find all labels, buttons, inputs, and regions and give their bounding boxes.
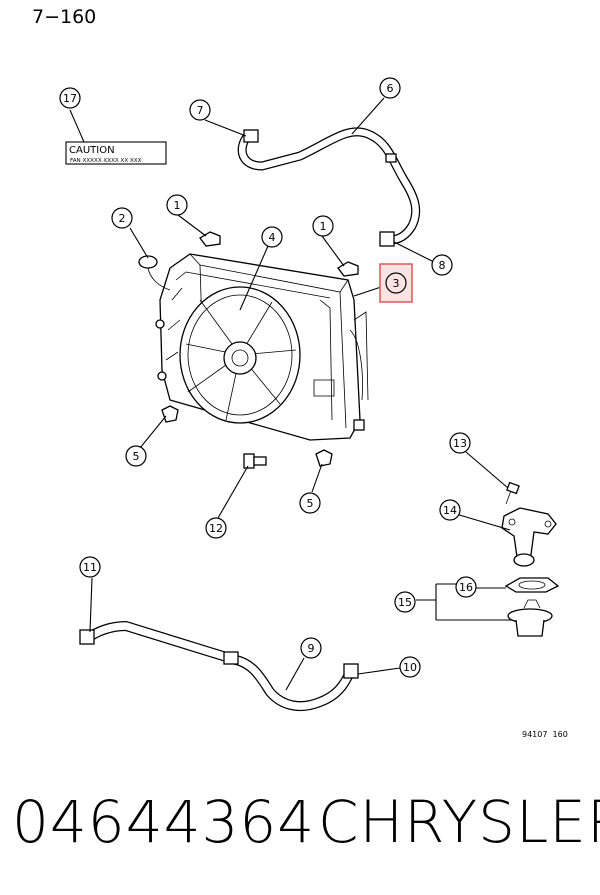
svg-text:6: 6	[387, 82, 394, 95]
thermostat-gasket[interactable]	[504, 577, 560, 593]
thermostat-housing[interactable]	[501, 507, 557, 567]
callout-1: 1	[312, 215, 334, 237]
svg-text:4: 4	[269, 231, 276, 244]
svg-text:11: 11	[83, 561, 97, 574]
callout-5: 5	[299, 492, 321, 514]
fan-assembly[interactable]	[179, 286, 301, 424]
svg-text:14: 14	[443, 504, 457, 517]
callout-8: 8	[431, 254, 453, 276]
part-number: 04644364	[12, 788, 316, 856]
callout-6: 6	[379, 77, 401, 99]
svg-text:8: 8	[439, 259, 446, 272]
callout-3: 3	[385, 272, 407, 294]
callout-2: 2	[111, 207, 133, 229]
svg-text:12: 12	[209, 522, 223, 535]
hose-clamp[interactable]	[379, 231, 395, 247]
svg-text:10: 10	[403, 661, 417, 674]
hose-clamp[interactable]	[243, 129, 259, 143]
parts-diagram: CAUTION FAN XXXXX XXXX XX XXX	[59, 77, 568, 739]
svg-text:1: 1	[174, 199, 181, 212]
lower-isolator[interactable]	[315, 449, 333, 467]
caution-title: CAUTION	[69, 145, 115, 156]
hose-clamp[interactable]	[343, 663, 359, 679]
brand-name: CHRYSLER	[318, 788, 600, 856]
callout-16: 16	[455, 576, 477, 598]
footer: 04644364 CHRYSLER	[0, 780, 600, 880]
callout-5: 5	[125, 445, 147, 467]
caution-text: FAN XXXXX XXXX XX XXX	[70, 158, 142, 164]
callout-9: 9	[300, 637, 322, 659]
housing-bolt[interactable]	[505, 481, 520, 505]
callout-13: 13	[449, 432, 471, 454]
callout-10: 10	[399, 656, 421, 678]
callout-14: 14	[439, 499, 461, 521]
svg-text:13: 13	[453, 437, 467, 450]
svg-text:17: 17	[63, 92, 77, 105]
svg-text:1: 1	[320, 220, 327, 233]
callout-4: 4	[261, 226, 283, 248]
svg-text:9: 9	[308, 642, 315, 655]
caution-label: CAUTION FAN XXXXX XXXX XX XXX	[65, 141, 167, 165]
upper-mount-bracket[interactable]	[337, 261, 359, 277]
hose-clamp[interactable]	[79, 629, 95, 645]
thermostat[interactable]	[507, 599, 553, 637]
page-code: 7−160	[32, 6, 97, 28]
callout-12: 12	[205, 517, 227, 539]
callout-7: 7	[189, 99, 211, 121]
svg-text:5: 5	[133, 450, 140, 463]
svg-text:16: 16	[459, 581, 473, 594]
svg-text:3: 3	[393, 277, 400, 290]
svg-text:5: 5	[307, 497, 314, 510]
lower-isolator[interactable]	[161, 405, 179, 423]
figure-reference: 94107 160	[522, 730, 568, 739]
callout-15: 15	[394, 591, 416, 613]
callout-11: 11	[79, 556, 101, 578]
callout-17: 17	[59, 87, 81, 109]
svg-text:15: 15	[398, 596, 412, 609]
filler-neck[interactable]	[138, 255, 171, 291]
svg-text:7: 7	[197, 104, 204, 117]
drain-cock[interactable]	[243, 453, 267, 469]
svg-text:2: 2	[119, 212, 126, 225]
callout-1: 1	[166, 194, 188, 216]
